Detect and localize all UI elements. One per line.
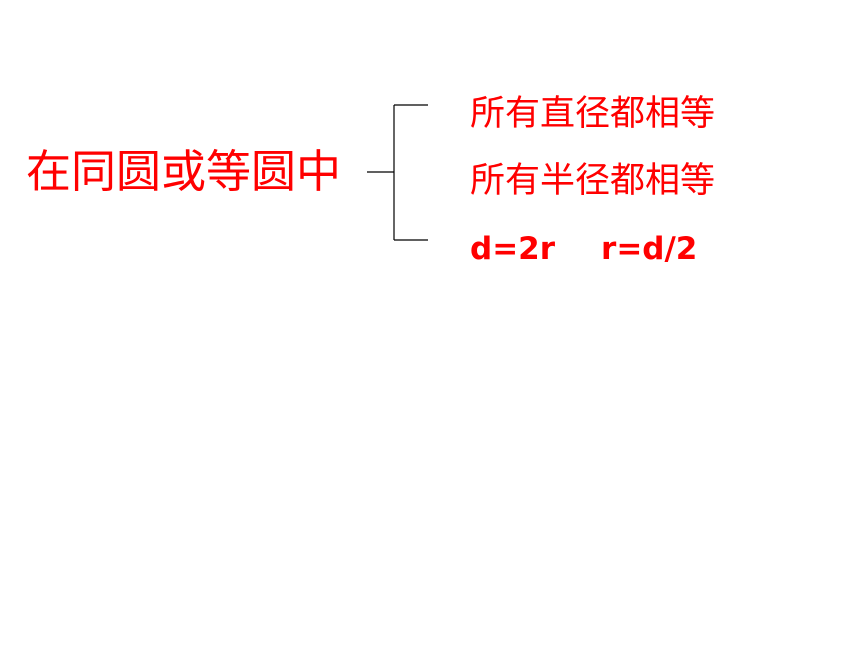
radius-formula: r=d/2	[601, 231, 698, 267]
formula-line: d=2r r=d/2	[470, 228, 697, 270]
main-label: 在同圆或等圆中	[26, 145, 342, 198]
branch-diameter-equal: 所有直径都相等	[470, 94, 716, 134]
branch-radius-equal: 所有半径都相等	[470, 161, 716, 201]
diameter-formula: d=2r	[470, 231, 556, 267]
